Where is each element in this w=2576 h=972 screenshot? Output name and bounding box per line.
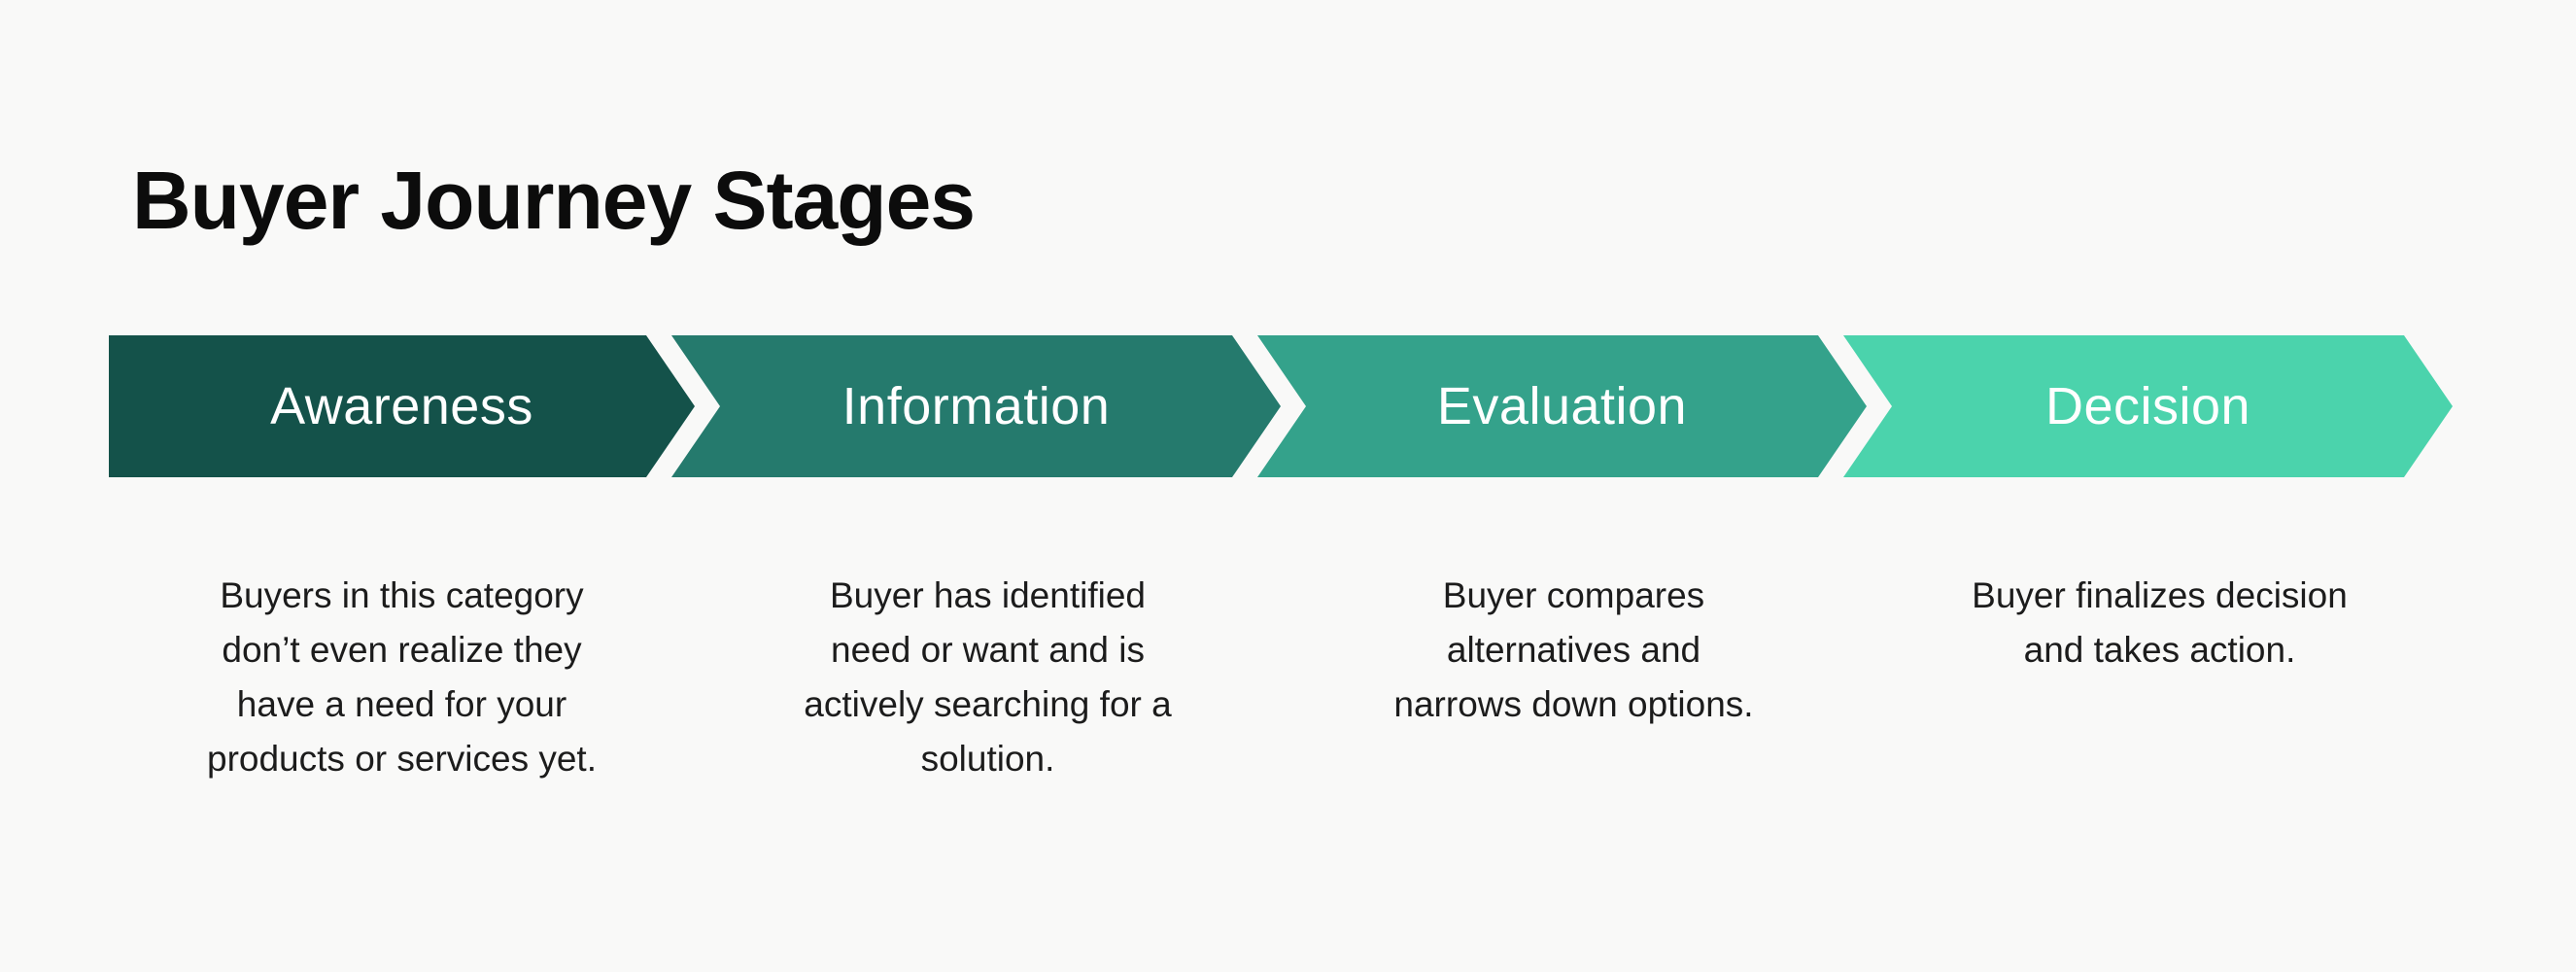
stage-description-decision: Buyer finalizes decision and takes actio… (1972, 575, 2348, 670)
stage-arrow-evaluation: Evaluation (1257, 335, 1867, 477)
stage-arrow-decision: Decision (1843, 335, 2453, 477)
stage-arrow-awareness: Awareness (109, 335, 695, 477)
journey-arrow-band: Awareness Information Evaluation Decisio… (0, 335, 2576, 477)
stage-label-awareness: Awareness (270, 377, 533, 435)
stage-description-evaluation: Buyer compares alternatives and narrows … (1393, 575, 1754, 724)
stage-label-decision: Decision (2044, 377, 2251, 435)
stage-label-evaluation: Evaluation (1436, 377, 1688, 435)
stage-description-information: Buyer has identified need or want and is… (804, 575, 1172, 779)
stage-arrow-information: Information (671, 335, 1281, 477)
stage-description-awareness: Buyers in this category don’t even reali… (207, 575, 597, 779)
page-title: Buyer Journey Stages (132, 155, 976, 247)
stage-label-information: Information (841, 377, 1111, 435)
